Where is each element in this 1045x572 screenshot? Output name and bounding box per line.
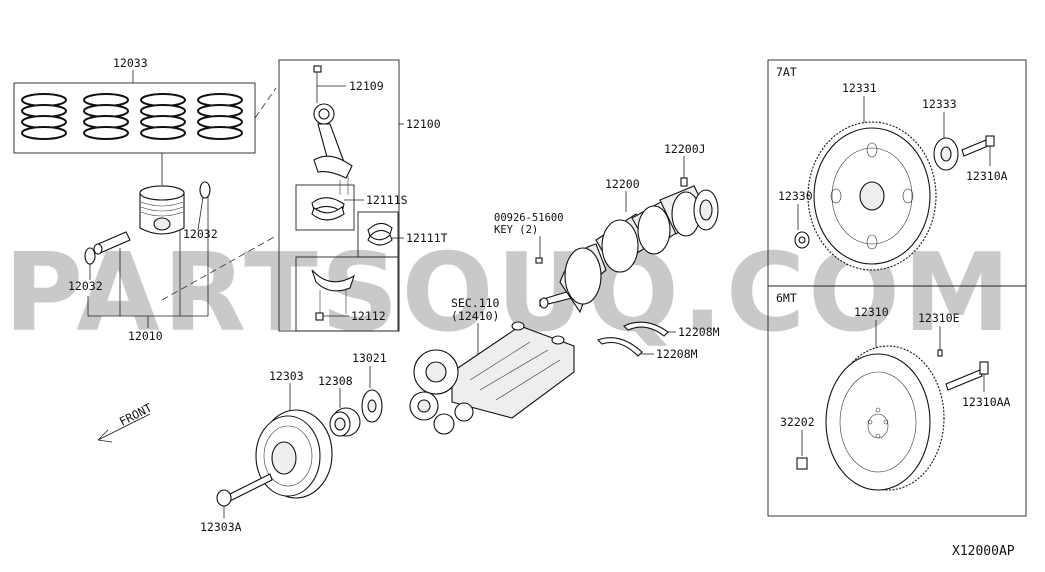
part-label-12303a[interactable]: 12303A [200, 520, 242, 534]
part-label-12310a[interactable]: 12310A [966, 169, 1008, 183]
part-label-12032-left[interactable]: 12032 [68, 279, 103, 293]
piston-ring-stack [140, 93, 186, 140]
part-label-12303[interactable]: 12303 [269, 369, 304, 383]
part-label-12208m-lower[interactable]: 12208M [656, 347, 698, 361]
connecting-rod[interactable] [313, 103, 353, 195]
part-label-12112[interactable]: 12112 [351, 309, 386, 323]
thrust-bearing-lower[interactable] [597, 337, 643, 357]
part-label-12330[interactable]: 12330 [778, 189, 813, 203]
reinforcement-plate[interactable] [933, 137, 959, 171]
part-label-12100[interactable]: 12100 [406, 117, 441, 131]
pulley-bolt[interactable] [216, 473, 273, 507]
thrust-bearing-upper[interactable] [623, 321, 669, 337]
part-label-12333[interactable]: 12333 [922, 97, 957, 111]
piston-ring-set[interactable] [13, 82, 256, 154]
conrod-nut[interactable] [315, 312, 324, 321]
part-label-12033[interactable]: 12033 [113, 56, 148, 70]
part-label-12111s[interactable]: 12111S [366, 193, 408, 207]
crankshaft[interactable] [539, 185, 719, 314]
front-direction-indicator [97, 413, 151, 443]
flywheel-bolt[interactable] [945, 361, 989, 391]
conrod-bearing-upper[interactable] [311, 197, 345, 221]
section-label-7at: 7AT [776, 65, 797, 79]
part-label-12208m-upper[interactable]: 12208M [678, 325, 720, 339]
piston-ring-stack [83, 93, 129, 140]
part-label-12308[interactable]: 12308 [318, 374, 353, 388]
part-label-12331[interactable]: 12331 [842, 81, 877, 95]
conrod-cap[interactable] [311, 269, 355, 314]
part-label-12032-right[interactable]: 12032 [183, 227, 218, 241]
part-label-12111t[interactable]: 12111T [406, 231, 448, 245]
part-label-32202[interactable]: 32202 [780, 415, 815, 429]
part-label-12310aa[interactable]: 12310AA [962, 395, 1011, 409]
sec-ref-partno[interactable]: (12410) [451, 309, 499, 323]
pilot-bushing[interactable] [796, 457, 808, 470]
piston-pin[interactable] [93, 231, 131, 255]
flywheel-dowel[interactable] [937, 349, 943, 357]
flywheel-section-box [767, 59, 1027, 517]
part-label-12200[interactable]: 12200 [605, 177, 640, 191]
piston-ring-stack [197, 93, 243, 140]
crankshaft-pulley[interactable] [255, 409, 333, 499]
piston[interactable] [139, 185, 185, 235]
crankshaft-sprocket[interactable] [361, 389, 383, 423]
snap-ring-left[interactable] [84, 247, 96, 265]
conrod-bearing-lower[interactable] [367, 222, 393, 246]
drive-plate[interactable] [807, 121, 937, 271]
front-oil-seal[interactable] [329, 407, 361, 437]
conrod-bolt[interactable] [313, 65, 322, 103]
sec-ref-label[interactable]: SEC.110 [451, 296, 500, 310]
part-label-12109[interactable]: 12109 [349, 79, 384, 93]
part-label-12010[interactable]: 12010 [128, 329, 163, 343]
part-label-12310[interactable]: 12310 [854, 305, 889, 319]
flywheel[interactable] [825, 345, 945, 491]
oil-pump-balancer-assembly[interactable] [409, 321, 575, 435]
front-label: FRONT [117, 400, 154, 428]
woodruff-key[interactable] [535, 257, 543, 264]
section-label-6mt: 6MT [776, 291, 797, 305]
snap-ring-right[interactable] [199, 181, 211, 199]
key-label[interactable]: KEY (2) [494, 224, 538, 236]
part-label-12310e[interactable]: 12310E [918, 311, 960, 325]
piston-ring-stack [21, 93, 67, 140]
crankshaft-pilot-bushing[interactable] [680, 177, 688, 187]
drive-plate-bolt[interactable] [961, 135, 995, 157]
part-label-13021[interactable]: 13021 [352, 351, 387, 365]
pilot-converter[interactable] [794, 231, 810, 249]
part-label-12200j[interactable]: 12200J [664, 142, 706, 156]
part-label-00926-51600[interactable]: 00926-51600 [494, 212, 564, 224]
connecting-rod-assembly-box [278, 59, 400, 332]
diagram-code: X12000AP [952, 544, 1015, 559]
